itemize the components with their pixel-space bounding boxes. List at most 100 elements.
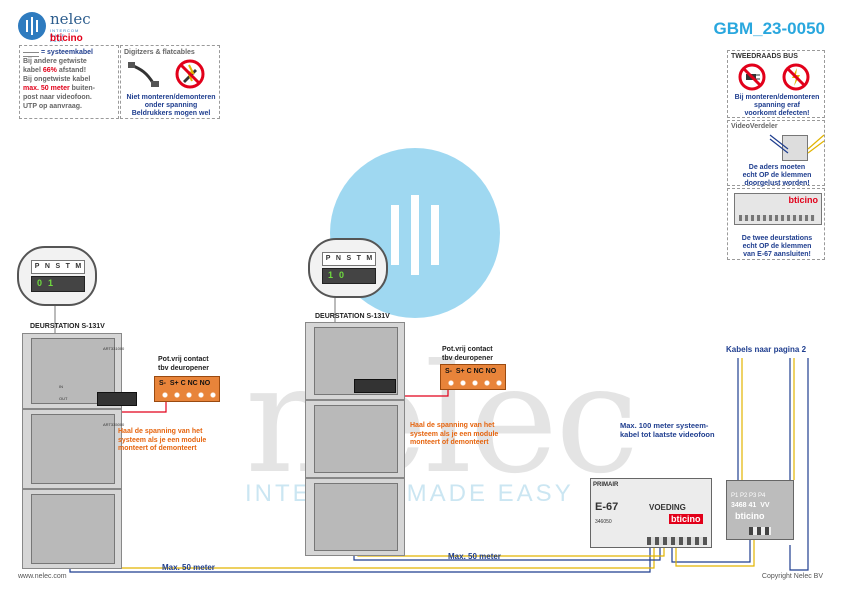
note-vv-line2: echt OP de klemmen <box>742 172 812 179</box>
left-contact-title2: tbv deuropener <box>158 365 209 372</box>
pin-p: P <box>325 255 331 262</box>
vv-wires <box>769 134 825 154</box>
note-e67-line2: echt OP de klemmen <box>742 243 812 250</box>
pin-p: P <box>34 263 40 270</box>
left-module-top: ART331000 IN OUT <box>22 333 137 409</box>
note-cable-percent: 66% <box>42 67 57 74</box>
pin-n: N <box>335 255 341 262</box>
dip-digit-2: 1 <box>48 278 54 288</box>
right-module-mid-panel <box>314 405 398 473</box>
left-warning-line2: systeem als je een module <box>118 436 207 444</box>
dip-digit-1: 1 <box>328 270 334 280</box>
right-door-screws <box>445 379 503 387</box>
left-in-label: IN <box>59 384 63 389</box>
pin-s: S <box>55 263 61 270</box>
left-door-terminal: S- S+ C NC NO <box>154 376 220 402</box>
note-digitizer-line2: onder spanning <box>144 102 198 109</box>
right-warning: Haal de spanning van het systeem als je … <box>410 422 498 448</box>
pin-t: T <box>65 263 70 270</box>
right-contact-title1: Pot.vrij contact <box>442 346 493 353</box>
note-vv-line3: doorgelust worden! <box>744 180 810 187</box>
left-door-screws <box>159 391 217 399</box>
power-label: VOEDING <box>649 503 686 512</box>
note-cable-title: = systeemkabel <box>41 49 93 56</box>
note-bus: TWEEDRAADS BUS Bij monteren/demonteren s… <box>727 50 825 118</box>
max50-right: Max. 50 meter <box>448 552 501 561</box>
max50-left: Max. 50 meter <box>162 563 215 572</box>
note-bus-line3: voorkomt defecten! <box>744 110 810 117</box>
note-bus-line2: spanning eraf <box>754 102 800 109</box>
note-cable-line3c: afstand! <box>56 67 87 74</box>
left-door-terminal-labels: S- S+ C NC NO <box>159 380 211 387</box>
pin-s: S <box>346 255 352 262</box>
note-digitizer-line1: Niet monteren/demonteren <box>126 94 216 101</box>
note-cable-line3: kabel 66% afstand! <box>23 67 86 76</box>
note-bus-title: TWEEDRAADS BUS <box>731 53 798 60</box>
right-module-top <box>305 322 405 400</box>
distributor-terminals <box>749 527 771 535</box>
left-out-label: OUT <box>59 396 68 401</box>
doc-code: GBM_23-0050 <box>713 19 825 38</box>
note-cable-line3a: kabel <box>23 67 43 74</box>
note-cable-line2: Bij andere getwiste <box>23 58 87 65</box>
note-digitizer: Digitzers & flatcables Niet monteren/dem… <box>120 45 220 119</box>
dip-pins-left: P N S T M <box>31 260 85 274</box>
right-module-mid <box>305 400 405 478</box>
note-e67-line1: De twee deurstations <box>741 235 813 242</box>
note-cable-line5b: buiten- <box>69 85 95 92</box>
left-contact-title1: Pot.vrij contact <box>158 356 209 363</box>
dip-switches-right: 1 0 <box>322 268 376 284</box>
max100-line2: kabel tot laatste videofoon <box>620 430 715 439</box>
flatcable-icon <box>128 62 159 87</box>
dip-switches-left: 0 1 <box>31 276 85 292</box>
no-lightning-icon <box>782 63 810 91</box>
note-digitizer-title: Digitzers & flatcables <box>124 49 195 56</box>
right-door-terminal-labels: S- S+ C NC NO <box>445 368 497 375</box>
note-cable: = systeemkabel Bij andere getwiste kabel… <box>19 45 119 119</box>
note-cable-line7: UTP op aanvraag. <box>23 103 83 110</box>
e67-mini-terminals <box>739 215 815 221</box>
right-warning-line1: Haal de spanning van het <box>410 422 495 429</box>
note-cable-line4: Bij ongetwiste kabel <box>23 76 91 83</box>
cable-swatch <box>23 52 39 57</box>
left-module-top-art: ART331000 <box>103 346 125 351</box>
right-door-terminal: S- S+ C NC NO <box>440 364 506 390</box>
pin-m: M <box>75 263 82 270</box>
distributor-ports: P1 P2 P3 P4 <box>731 493 766 499</box>
left-module-mid-panel <box>31 414 115 484</box>
left-warning: Haal de spanning van het systeem als je … <box>118 428 206 454</box>
power-name: E-67 <box>595 501 619 513</box>
note-cable-max: max. 50 meter <box>23 85 70 92</box>
logo-name: nelec <box>50 10 91 28</box>
no-plug-icon <box>738 63 766 91</box>
right-warning-line2: systeem als je een module <box>410 430 499 438</box>
dip-pins-right: P N S T M <box>322 252 376 266</box>
left-module-bottom-panel <box>31 494 115 564</box>
power-primair: PRIMAIR <box>593 482 619 488</box>
footer-right: Copyright Nelec BV <box>761 573 823 580</box>
left-terminal-block <box>97 392 137 406</box>
note-cable-line5: max. 50 meter buiten- <box>23 85 95 94</box>
power-code: 346050 <box>595 519 612 525</box>
logo-mark-icon <box>18 12 46 40</box>
right-contact-title2: tbv deuropener <box>442 355 493 362</box>
video-distributor: P1 P2 P3 P4 3468 41 VV bticino <box>726 480 794 540</box>
dip-digit-1: 0 <box>37 278 43 288</box>
right-terminal-block <box>354 379 396 393</box>
right-warning-line3: monteert of demonteert <box>410 439 489 446</box>
e67-mini-brand: bticino <box>788 195 819 205</box>
note-vv-title: VideoVerdeler <box>731 123 778 130</box>
left-module-mid-art: ART335000 <box>103 422 125 427</box>
note-bus-line1: Bij monteren/demonteren <box>734 94 820 101</box>
power-supply-e67: PRIMAIR E-67 VOEDING bticino 346050 <box>590 478 712 548</box>
power-terminals <box>647 537 707 545</box>
right-module-bottom-panel <box>314 483 398 551</box>
pin-n: N <box>44 263 50 270</box>
dip-magnifier-right: P N S T M 1 0 <box>308 238 388 298</box>
note-cable-line1: = systeemkabel <box>23 49 93 58</box>
power-brand: bticino <box>669 514 703 524</box>
distributor-brand: bticino <box>735 511 765 521</box>
right-module-bottom <box>305 478 405 556</box>
logo-tagline: INTERCOM MADE EASY <box>50 28 80 43</box>
